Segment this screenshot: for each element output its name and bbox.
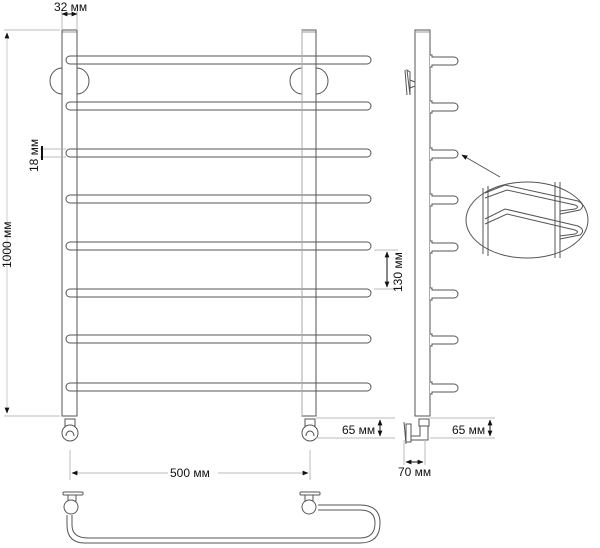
detail-view xyxy=(461,154,589,259)
valve-right xyxy=(301,418,319,442)
bottom-loop-pipe xyxy=(66,504,381,544)
valve-left xyxy=(61,418,79,442)
wall-offset-label: 70 мм xyxy=(398,465,432,479)
center-distance-label: 500 мм xyxy=(170,466,210,480)
left-upright-tube xyxy=(61,29,78,417)
crossbar-8 xyxy=(65,382,372,392)
wall-bracket-left xyxy=(49,67,90,95)
bottom-valve-right xyxy=(299,491,321,515)
side-valve xyxy=(403,418,430,445)
crossbar-2 xyxy=(65,101,372,111)
crossbar-6 xyxy=(65,288,372,298)
side-bar-stubs xyxy=(430,54,459,395)
crossbar-4 xyxy=(65,194,372,204)
crossbar-3 xyxy=(65,148,372,158)
wall-bracket-right xyxy=(289,67,329,95)
bottom-view xyxy=(62,491,381,544)
valve-height-front-label: 65 мм xyxy=(342,423,376,437)
side-view xyxy=(403,29,459,445)
crossbars xyxy=(65,55,372,392)
right-upright-tube xyxy=(301,29,317,417)
bottom-valve-left xyxy=(62,491,84,515)
dimension-lines xyxy=(4,10,495,480)
bar-spacing-label: 130 мм xyxy=(391,252,405,292)
crossbar-1 xyxy=(65,55,372,65)
pipe-width-label: 32 мм xyxy=(54,0,88,14)
front-view xyxy=(49,29,372,442)
side-upright-tube xyxy=(414,29,431,417)
total-height-label: 1000 мм xyxy=(0,221,14,268)
valve-height-side-label: 65 мм xyxy=(452,423,486,437)
crossbar-5 xyxy=(65,241,372,251)
crossbar-7 xyxy=(65,334,372,344)
side-wall-mount xyxy=(406,68,416,96)
bar-diameter-label: 18 мм xyxy=(27,138,41,172)
detail-ellipse xyxy=(465,181,589,259)
